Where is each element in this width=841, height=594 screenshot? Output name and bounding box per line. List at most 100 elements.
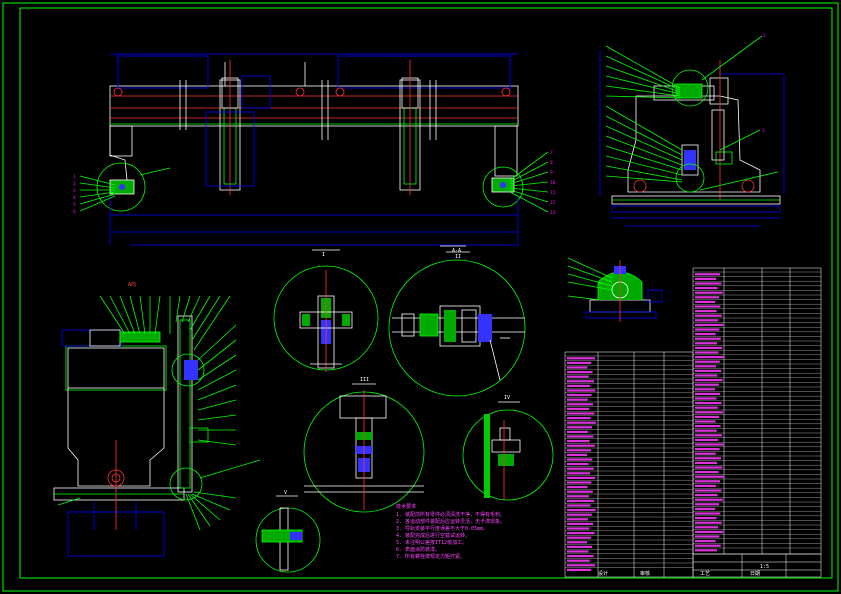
bom-row-upper-text-mark — [695, 503, 719, 506]
detail-circle-4 — [462, 401, 554, 501]
bom-row-lower-text-mark — [567, 495, 589, 498]
svg-text:4: 4 — [73, 195, 76, 201]
bom-row-upper-text-mark — [695, 273, 720, 276]
bom-row-upper-text-mark — [695, 291, 723, 294]
bom-row-lower-text-mark — [567, 426, 592, 429]
svg-text:12: 12 — [550, 200, 556, 206]
svg-text:2: 2 — [73, 181, 76, 187]
note-2: 2. 各运动部件装配后应运转灵活，无卡滞现象。 — [396, 518, 505, 525]
bom-row-lower-text-mark — [567, 412, 595, 415]
note-4: 4. 装配完成后进行空载试运转。 — [396, 532, 470, 539]
bom-row-upper-text-mark — [695, 494, 718, 497]
bom-row-upper-text-mark — [695, 438, 719, 441]
svg-text:3: 3 — [73, 188, 76, 194]
bom-row-upper-text-mark — [695, 540, 716, 543]
bom-row-lower-text-mark — [567, 550, 589, 553]
svg-text:8: 8 — [550, 160, 553, 166]
bom-row-upper-text-mark — [695, 521, 722, 524]
bom-row-lower-text-mark — [567, 513, 592, 516]
svg-text:6: 6 — [73, 209, 76, 215]
bom-row-lower-text-mark — [567, 417, 591, 420]
bom-row-lower-text-mark — [567, 430, 589, 433]
bom-row-lower-text-mark — [567, 458, 593, 461]
svg-text:3: 3 — [762, 128, 765, 134]
bom-row-lower-text-mark — [567, 522, 594, 525]
svg-text:9: 9 — [550, 170, 553, 176]
bom-row-lower-text-mark — [567, 384, 591, 387]
bom-row-upper-text-mark — [695, 425, 721, 428]
bom-row-lower-text-mark — [567, 527, 590, 530]
bom-row-upper-text-mark — [695, 356, 724, 359]
title-cell-process: 工艺 — [700, 571, 710, 577]
bom-row-lower-text-mark — [567, 440, 590, 443]
bom-row-lower-text-mark — [567, 449, 591, 452]
bom-row-upper-text-mark — [695, 328, 720, 331]
bom-row-upper-text-mark — [695, 420, 716, 423]
bom-row-upper-text-mark — [695, 480, 720, 483]
bom-row-upper-text-mark — [695, 434, 722, 437]
bom-row-upper-text-mark — [695, 415, 720, 418]
svg-text:1: 1 — [73, 174, 76, 180]
bom-row-lower-text-mark — [567, 481, 592, 484]
bom-row-upper-text-mark — [695, 374, 718, 377]
detail-label-5: V — [284, 490, 287, 496]
bom-row-lower-text-mark — [567, 541, 587, 544]
bom-row-upper-text-mark — [695, 466, 723, 469]
bom-row-upper-text-mark — [695, 337, 721, 340]
bom-row-lower-text-mark — [567, 490, 593, 493]
bom-row-upper-text-mark — [695, 388, 715, 391]
bom-row-lower-text-mark — [567, 366, 588, 369]
title-block — [692, 553, 822, 578]
notes-header: 技术要求 — [396, 503, 416, 510]
bom-row-upper-text-mark — [695, 319, 718, 322]
bom-row-upper-text-mark — [695, 282, 722, 285]
bom-row-upper-text-mark — [695, 277, 717, 280]
bom-row-upper-text-mark — [695, 535, 720, 538]
note-1: 1. 装配前所有零件必须清洗干净，不得有毛刺。 — [396, 511, 505, 518]
bom-row-lower-text-mark — [567, 421, 596, 424]
bom-row-lower-text-mark — [567, 380, 594, 383]
bom-row-upper-text-mark — [695, 310, 717, 313]
svg-text:7: 7 — [550, 150, 553, 156]
bom-row-lower-text-mark — [567, 518, 588, 521]
bom-row-lower-text-mark — [567, 407, 590, 410]
bom-row-lower-text-mark — [567, 564, 595, 567]
bom-row-upper-text-mark — [695, 484, 717, 487]
bom-row-upper-text-mark — [695, 369, 722, 372]
left-view — [53, 295, 261, 557]
bom-row-lower-text-mark — [567, 532, 595, 535]
bom-row-upper-text-mark — [695, 305, 721, 308]
bom-row-lower-text-mark — [567, 472, 590, 475]
bom-row-upper-text-mark — [695, 383, 719, 386]
bom-row-lower-text-mark — [567, 536, 591, 539]
side-view — [599, 35, 785, 227]
bom-row-lower-text-mark — [567, 467, 594, 470]
bom-row-upper-text-mark — [695, 333, 716, 336]
bom-row-upper-text-mark — [695, 452, 716, 455]
bom-row-upper-text-mark — [695, 544, 721, 547]
bom-row-upper-text-mark — [695, 323, 724, 326]
bom-rows — [565, 271, 821, 571]
bom-row-upper-text-mark — [695, 342, 717, 345]
svg-text:13: 13 — [550, 210, 556, 216]
bom-row-lower-text-mark — [567, 504, 591, 507]
detail-circle-1 — [273, 249, 379, 372]
detail-label-1: I — [322, 252, 325, 258]
bom-row-lower-text-mark — [567, 486, 588, 489]
bom-row-upper-text-mark — [695, 296, 719, 299]
bom-row-upper-text-mark — [695, 392, 721, 395]
bom-row-lower-text-mark — [567, 476, 596, 479]
detail-circle-3 — [303, 383, 425, 513]
bom-row-lower-text-mark — [567, 403, 593, 406]
bom-row-upper-text-mark — [695, 489, 722, 492]
title-cell-reviewer: 审核 — [640, 570, 650, 577]
svg-text:11: 11 — [550, 190, 556, 196]
bom-row-lower-text-mark — [567, 357, 595, 360]
detail-label-4: IV — [504, 395, 510, 401]
bom-row-upper-text-mark — [695, 314, 722, 317]
bom-row-lower-text-mark — [567, 371, 593, 374]
bom-row-upper-text-mark — [695, 360, 720, 363]
